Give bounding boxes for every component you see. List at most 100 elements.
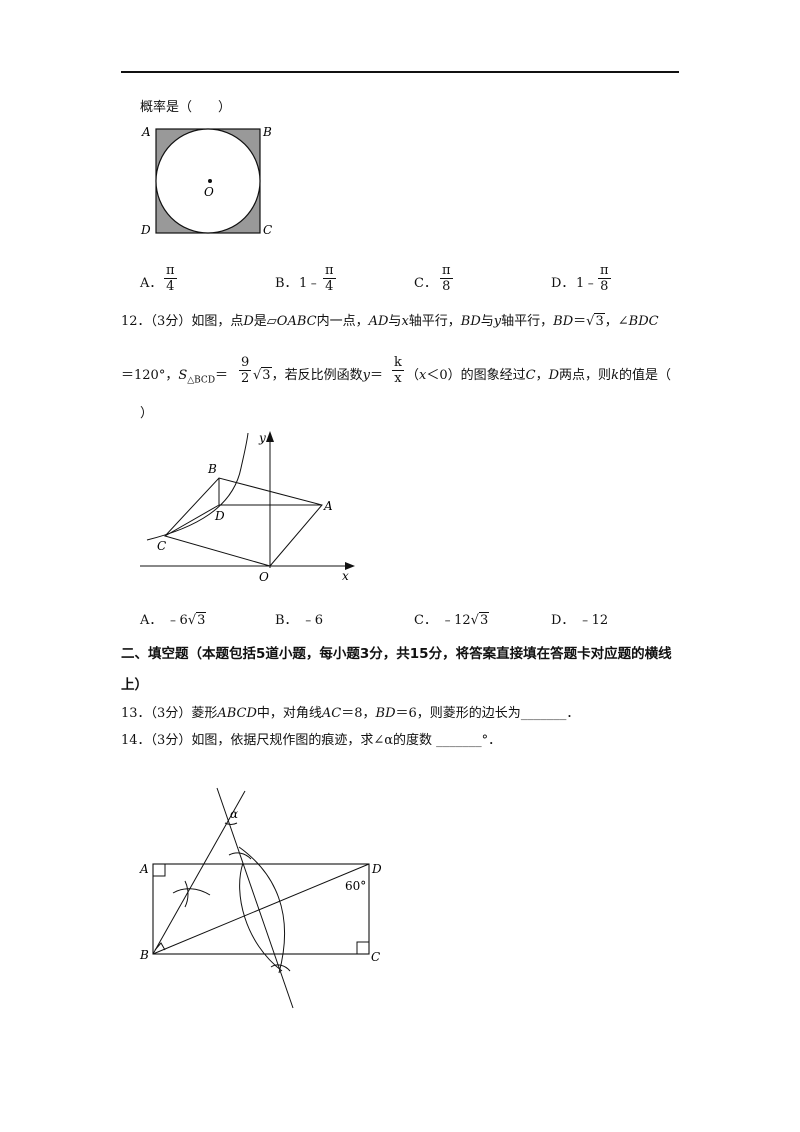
arc-mark-3 [228,852,252,860]
q13-text-part: ＝6，则菱形的边长为 [395,706,521,721]
q11-option-a-num: π [164,263,177,279]
q12-option-a: A． ﹣6√3 [140,612,207,629]
label-y: y [258,431,266,445]
q11-option-b-den: 4 [325,279,334,294]
segment-dc [164,504,220,537]
q11-option-a-den: 4 [166,279,175,294]
q13-var: BD [375,706,396,721]
q11-option-d-num: π [598,263,611,279]
option-value: ﹣6 [301,613,323,628]
q14-number: 14． [121,733,151,748]
q12-text: 轴平行， [501,314,554,329]
q13-answer-blank[interactable]: _______ [520,706,567,721]
fraction-num: k [392,355,404,371]
q12-option-b: B． ﹣6 [275,613,323,629]
x-axis-arrow [345,562,355,570]
q12-number: 12． [121,314,151,329]
arc-left [239,862,283,972]
q13-var: AC [321,706,342,721]
q11-option-d-fraction: π 8 [598,263,611,294]
right-angle-a [153,864,166,877]
label-D: D [214,509,225,523]
q12-text: 轴平行， [408,314,461,329]
q12-text: 是 [253,314,267,329]
q12-point: BD [460,314,481,329]
q12-fraction-k-x: k x [392,355,404,386]
fraction-num: 9 [239,355,252,371]
label-A: A [139,862,149,876]
right-angle-c [356,941,369,954]
q11-option-b-prefix: 1﹣ [299,276,321,291]
label-D: D [371,862,382,876]
q12-fraction-9-2: 9 2 [239,355,252,386]
q12-point: AD [368,314,389,329]
q12-point: y [362,368,370,383]
q12-text: ，若反比例函数 [271,368,363,383]
q14-answer-blank[interactable]: _______ [436,733,482,748]
q12-point: y [493,314,502,329]
q12-point: C [525,368,536,383]
q12-line2-a: ＝120°，S△BCD＝ [121,368,228,389]
label-alpha: α [230,807,238,821]
q11-option-b-letter: B． [275,276,298,291]
q12-text: ， [535,368,549,383]
q12-point: BD [553,314,574,329]
arc-mark-2 [184,880,189,908]
arc-mark-1 [172,888,211,896]
hyperbola-curve [146,432,249,541]
sqrt-3: √3 [187,612,207,628]
q12-option-d: D． ﹣12 [551,613,608,629]
label-A: A [141,125,151,139]
q14-text-part: 如图，依据尺规作图的痕迹，求∠α的度数 [191,733,432,748]
label-C: C [371,950,380,964]
radicand: 3 [261,367,272,383]
q14-figure: α A D 60° B C [139,787,382,1009]
q13-score: （3分） [150,706,192,721]
q12-line2-c: （x＜0）的图象经过C，D两点，则k的值是（ [406,368,671,384]
q13-text-part: 菱形 [191,706,218,721]
q11-option-c-letter: C． [414,276,437,291]
option-value: ﹣6 [166,613,188,628]
q12-line3: ） [140,406,154,421]
q12-score: （3分） [150,314,192,329]
q12-point: x [401,314,409,329]
q11-option-b-num: π [323,263,336,279]
q12-figure: y B D A C O x [140,431,355,584]
q14-text-part: °． [481,733,502,748]
q12-text: ＝120°， [121,368,179,383]
section2-heading-line1: 二、填空题（本题包括5道小题，每小题3分，共15分，将答案直接填在答题卡对应题的… [121,646,672,662]
q11-option-c-fraction: π 8 [440,263,453,294]
diagonal-bd [152,863,370,955]
parallelogram-symbol: ▱ [266,314,277,329]
q11-option-c-den: 8 [442,279,451,294]
fraction-den: 2 [241,371,250,386]
radicand: 3 [478,612,490,628]
q12-text: 的值是（ [618,368,671,383]
q14-text: 14．（3分）如图，依据尺规作图的痕迹，求∠α的度数 _______°． [121,733,501,749]
q11-stem-tail: 概率是（ ） [140,100,232,115]
q13-text-part: ． [566,706,580,721]
fraction-den: x [394,371,402,386]
section2-heading-line2: 上） [121,677,148,693]
label-B: B [139,948,149,962]
sqrt-3: √3 [470,612,490,628]
q12-point: OABC [276,314,317,329]
q11-option-d-den: 8 [600,279,609,294]
q13-number: 13． [121,706,151,721]
q12-text: ＝ [573,314,587,329]
q11-option-a-letter: A． [140,276,163,291]
q12-text: 如图，点 [191,314,244,329]
q11-option-d-prefix: 1﹣ [576,276,598,291]
q12-point: D [548,368,560,383]
label-B: B [262,125,272,139]
rectangle-abcd [152,863,370,955]
q12-line2-b: √3，若反比例函数y＝ [253,367,383,384]
option-value: ﹣12 [578,613,609,628]
q11-option-d-letter: D． [551,276,575,291]
bisector-mark-b [154,942,166,951]
q13-text-part: 中，对角线 [256,706,322,721]
q13-text: 13．（3分）菱形ABCD中，对角线AC＝8，BD＝6，则菱形的边长为_____… [121,706,579,722]
label-x: x [342,569,349,583]
option-letter: D． [551,613,575,628]
label-C: C [263,223,272,237]
